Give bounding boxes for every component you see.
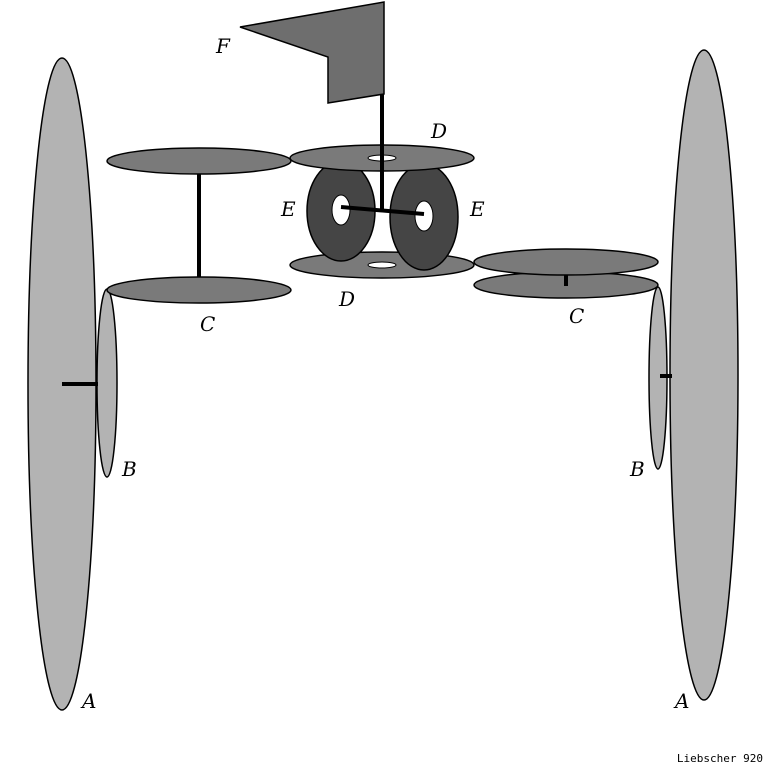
wheel-a-right [669,49,739,701]
label-e-right: E [469,197,485,221]
credit-text: Liebscher 920 [677,752,763,765]
label-f: F [215,34,231,58]
label-b-left: B [121,457,137,481]
wheel-e-left-hole [331,194,351,226]
label-a-left: A [80,689,96,713]
label-c-left: C [200,312,215,336]
label-c-right: C [569,304,584,328]
disc-c-left-top [106,147,292,175]
label-d-bottom: D [338,287,355,311]
flag-f [239,1,385,104]
label-a-right: A [673,689,689,713]
disc-d-bottom-hole [367,261,397,269]
label-d-top: D [430,119,447,143]
wheel-e-right-hole [414,200,434,232]
disc-c-left-bottom [106,276,292,304]
disc-c-right-top [473,248,659,276]
label-e-left: E [280,197,296,221]
label-b-right: B [629,457,645,481]
wheel-b-left [96,288,118,478]
